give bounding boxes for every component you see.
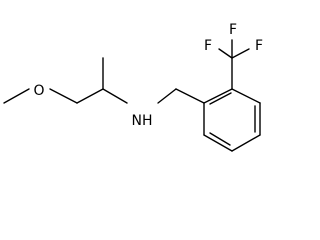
bond-ch2-ch bbox=[76, 88, 104, 104]
ring-bond-2 bbox=[231, 88, 261, 104]
fluorine-top-label: F bbox=[229, 22, 237, 38]
bond-lines bbox=[3, 39, 261, 152]
oxygen-label: O bbox=[33, 83, 44, 99]
ring-double-bond-c bbox=[209, 132, 231, 146]
bond-benzyl-ring bbox=[175, 88, 205, 104]
bond-oxygen-ch2 bbox=[49, 88, 78, 104]
bond-c-fluorine-right bbox=[231, 48, 250, 59]
atom-labels: O NH F F F bbox=[33, 22, 263, 129]
chemical-structure-diagram: O NH F F F bbox=[3, 22, 263, 152]
ring-double-bond-a bbox=[209, 92, 232, 105]
fluorine-right-label: F bbox=[255, 38, 263, 54]
ring-bond-1 bbox=[203, 88, 233, 104]
ring-bond-4 bbox=[231, 134, 261, 152]
bond-methyl-oxygen bbox=[3, 88, 30, 104]
fluorine-left-label: F bbox=[204, 38, 212, 54]
bond-ch-nitrogen bbox=[102, 88, 128, 104]
amine-label: NH bbox=[132, 113, 153, 129]
ring-bond-5 bbox=[203, 134, 233, 152]
bond-nitrogen-benzyl bbox=[157, 88, 177, 104]
bond-c-fluorine-left bbox=[218, 48, 233, 59]
